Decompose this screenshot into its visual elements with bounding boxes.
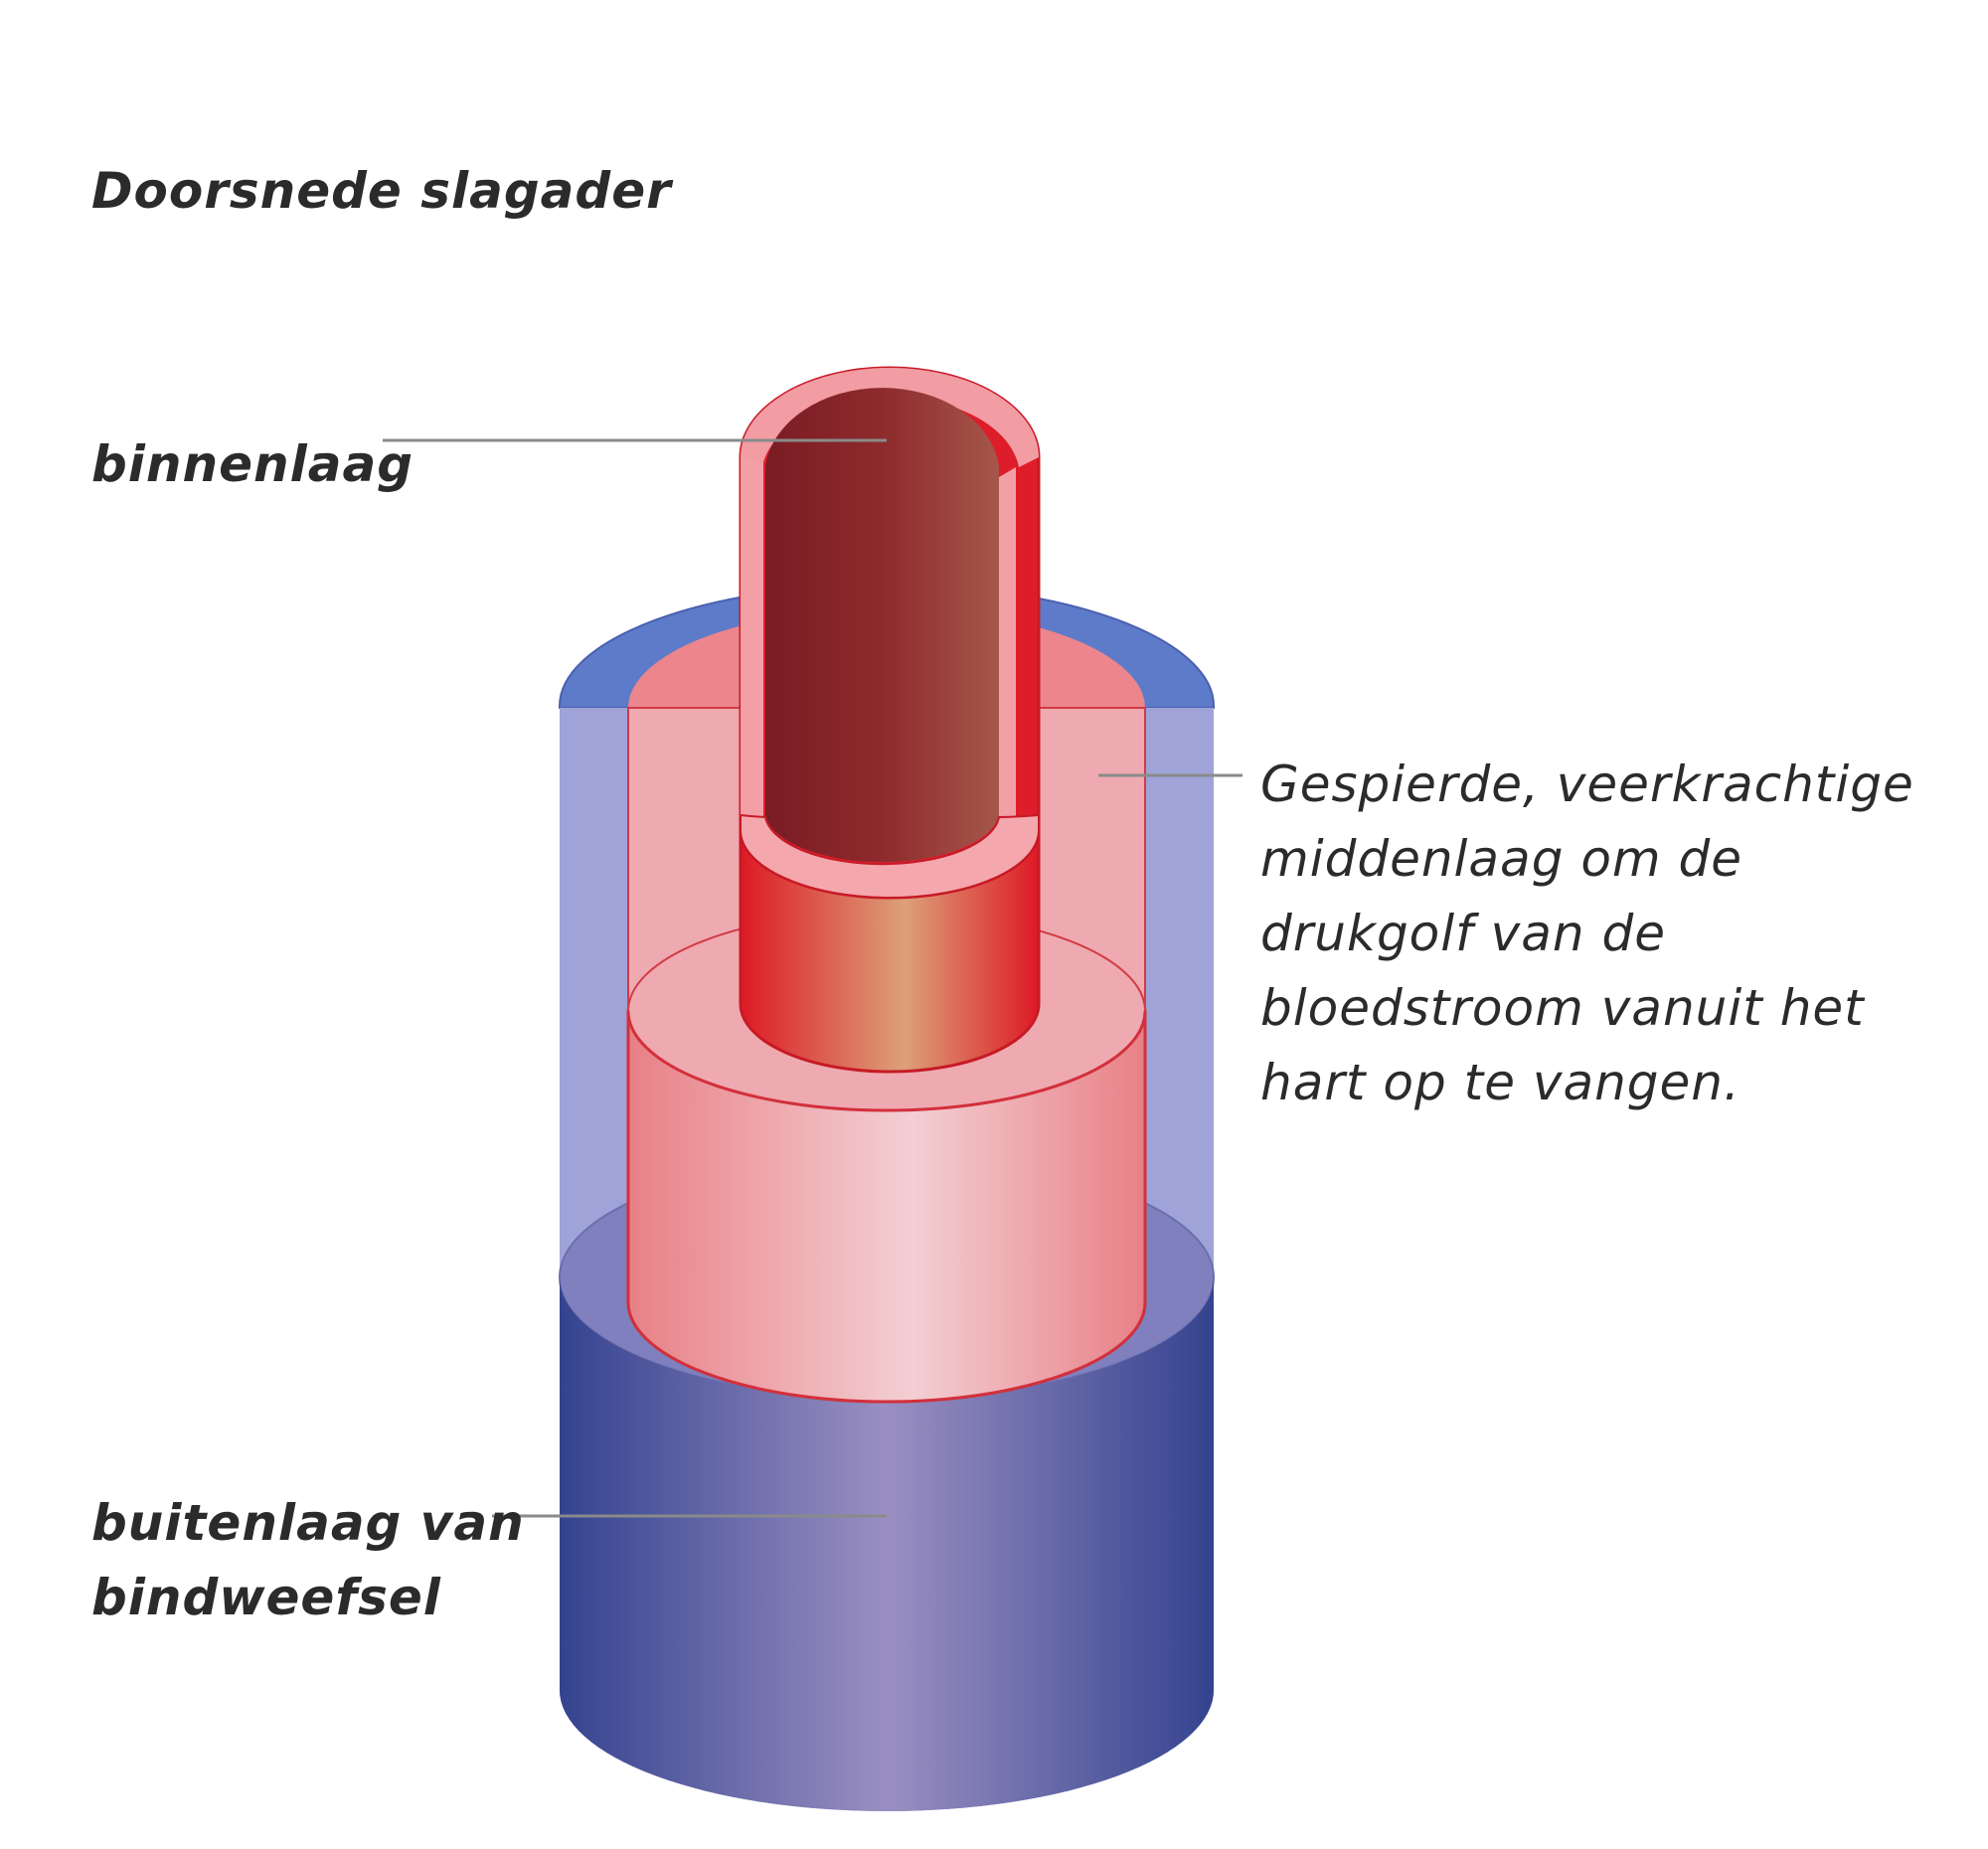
label-middle-line: middenlaag om de bbox=[1260, 830, 1743, 888]
inner-layer bbox=[739, 366, 1041, 1074]
label-middle-layer: Gespierde, veerkrachtige middenlaag om d… bbox=[1260, 748, 1914, 1120]
label-outer-line: buitenlaag van bbox=[91, 1494, 525, 1552]
label-middle-line: bloedstroom vanuit het bbox=[1260, 979, 1865, 1037]
label-middle-line: drukgolf van de bbox=[1260, 905, 1666, 962]
label-outer-layer: buitenlaag van bindweefsel bbox=[91, 1486, 525, 1635]
label-middle-line: Gespierde, veerkrachtige bbox=[1260, 756, 1914, 813]
page-title: Doorsnede slagader bbox=[91, 162, 672, 220]
label-inner-layer: binnenlaag bbox=[91, 435, 414, 493]
label-outer-line: bindweefsel bbox=[91, 1569, 441, 1626]
label-middle-line: hart op te vangen. bbox=[1260, 1054, 1740, 1111]
